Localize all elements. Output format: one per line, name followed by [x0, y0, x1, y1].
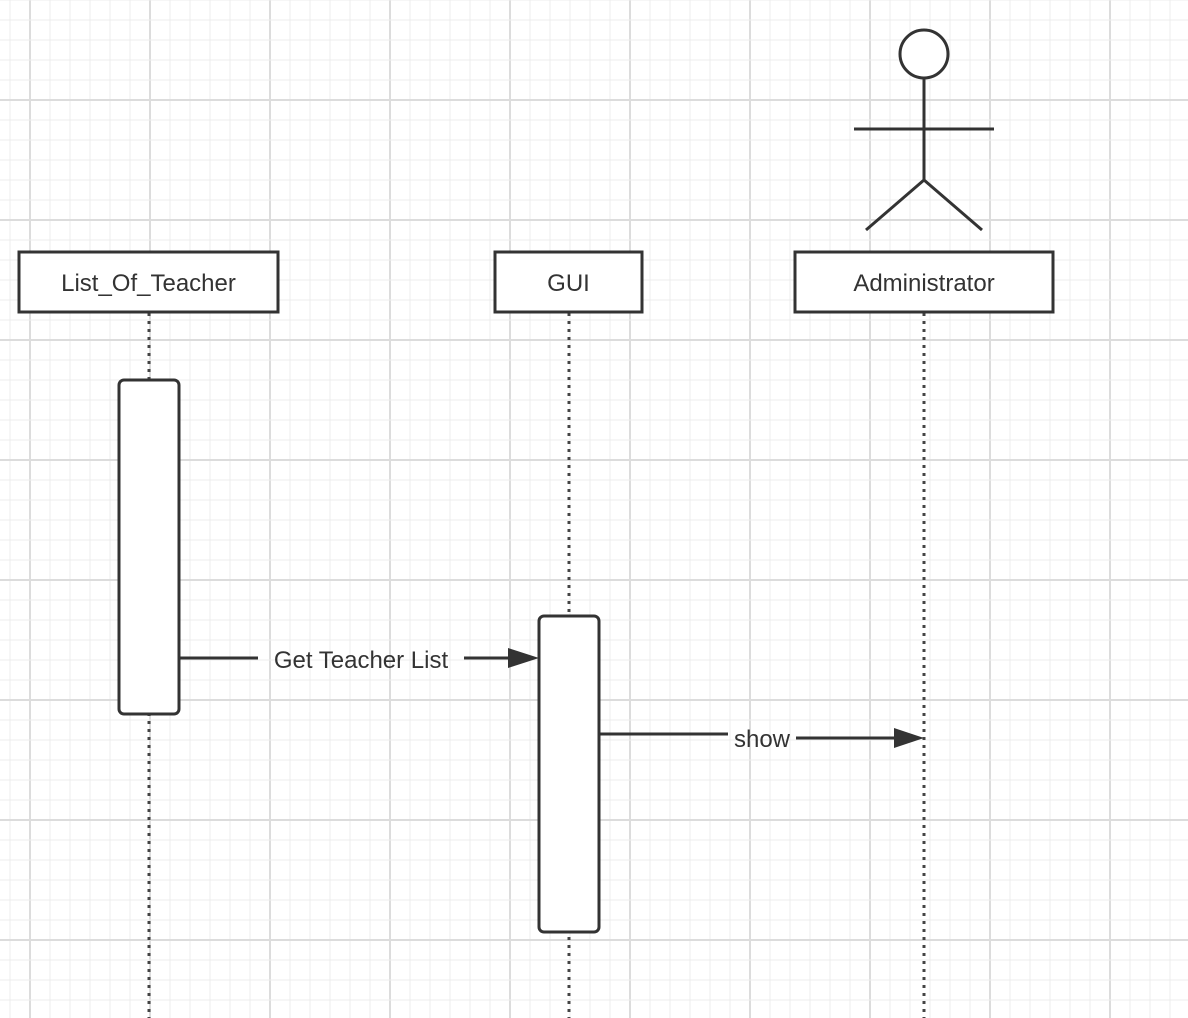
- actor-icon: [854, 28, 994, 232]
- participant-label: List_Of_Teacher: [61, 270, 236, 297]
- message-get-teacher-list[interactable]: Get Teacher List: [179, 647, 539, 674]
- activation-list-of-teacher[interactable]: [117, 378, 181, 716]
- arrowhead-icon: [508, 648, 539, 668]
- participant-list-of-teacher[interactable]: List_Of_Teacher: [17, 250, 280, 314]
- participant-administrator[interactable]: Administrator: [793, 250, 1055, 314]
- participant-gui[interactable]: GUI: [493, 250, 644, 314]
- message-label: Get Teacher List: [274, 647, 449, 674]
- participant-label: Administrator: [853, 270, 994, 297]
- message-label: show: [734, 726, 791, 753]
- message-show[interactable]: show: [599, 726, 924, 753]
- arrowhead-icon: [894, 728, 924, 748]
- participant-label: GUI: [547, 270, 590, 297]
- activation-gui[interactable]: [537, 614, 601, 934]
